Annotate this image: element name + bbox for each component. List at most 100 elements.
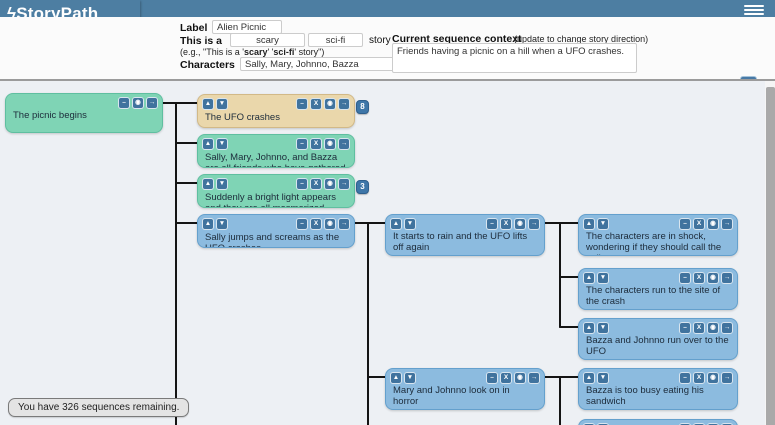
- delete-button[interactable]: X: [310, 138, 322, 150]
- delete-button[interactable]: X: [693, 272, 705, 284]
- move-up-button[interactable]: ▲: [390, 372, 402, 384]
- delete-button[interactable]: X: [310, 178, 322, 190]
- generate-button[interactable]: ◉: [324, 218, 336, 230]
- minimize-button[interactable]: –: [679, 372, 691, 384]
- generate-button[interactable]: ◉: [514, 218, 526, 230]
- move-up-button[interactable]: ▲: [583, 423, 595, 425]
- context-textarea[interactable]: Friends having a picnic on a hill when a…: [392, 43, 637, 73]
- minimize-button[interactable]: –: [296, 178, 308, 190]
- continue-button[interactable]: →: [721, 272, 733, 284]
- delete-button[interactable]: X: [693, 322, 705, 334]
- adjective2-input[interactable]: [308, 33, 363, 47]
- story-node[interactable]: Sally, Mary, Johnno, and Bazza are all f…: [197, 134, 355, 168]
- story-node[interactable]: The UFO crashes ▲▼–X◉→: [197, 94, 355, 128]
- minimize-button[interactable]: –: [118, 97, 130, 109]
- minimize-button[interactable]: –: [486, 372, 498, 384]
- generate-button[interactable]: ◉: [707, 372, 719, 384]
- move-down-button[interactable]: ▼: [597, 372, 609, 384]
- reorder-buttons: ▲▼: [202, 218, 228, 230]
- menu-icon: [744, 9, 764, 11]
- story-node[interactable]: Bazza is too busy eating his sandwich ▲▼…: [578, 368, 738, 410]
- story-node[interactable]: Sally jumps and screams as the UFO crash…: [197, 214, 355, 248]
- reorder-buttons: ▲▼: [390, 218, 416, 230]
- node-action-buttons: –X◉→: [679, 322, 733, 334]
- story-node[interactable]: ▲▼ –X◉→: [578, 419, 738, 425]
- move-up-button[interactable]: ▲: [583, 322, 595, 334]
- minimize-button[interactable]: –: [296, 138, 308, 150]
- story-node[interactable]: Suddenly a bright light appears and they…: [197, 174, 355, 208]
- move-down-button[interactable]: ▼: [216, 98, 228, 110]
- delete-button[interactable]: X: [310, 218, 322, 230]
- continue-button[interactable]: →: [338, 98, 350, 110]
- move-down-button[interactable]: ▼: [216, 178, 228, 190]
- move-up-button[interactable]: ▲: [202, 138, 214, 150]
- continue-button[interactable]: →: [528, 372, 540, 384]
- move-up-button[interactable]: ▲: [583, 372, 595, 384]
- move-down-button[interactable]: ▼: [216, 138, 228, 150]
- delete-button[interactable]: X: [693, 218, 705, 230]
- continue-button[interactable]: →: [338, 218, 350, 230]
- vertical-scrollbar-thumb[interactable]: [766, 87, 775, 425]
- continue-button[interactable]: →: [721, 372, 733, 384]
- node-toolbar: ▲▼ –X◉→: [202, 138, 350, 150]
- generate-button[interactable]: ◉: [707, 272, 719, 284]
- move-down-button[interactable]: ▼: [597, 423, 609, 425]
- delete-button[interactable]: X: [500, 372, 512, 384]
- node-text: The characters run to the site of the cr…: [586, 285, 721, 307]
- generate-button[interactable]: ◉: [324, 138, 336, 150]
- minimize-button[interactable]: –: [296, 218, 308, 230]
- generate-button[interactable]: ◉: [707, 218, 719, 230]
- story-node[interactable]: Bazza and Johnno run over to the UFO ▲▼–…: [578, 318, 738, 360]
- move-down-button[interactable]: ▼: [597, 272, 609, 284]
- move-up-button[interactable]: ▲: [202, 218, 214, 230]
- characters-input[interactable]: [240, 57, 418, 71]
- node-text: Sally jumps and screams as the UFO crash…: [205, 232, 340, 247]
- continue-button[interactable]: →: [721, 218, 733, 230]
- minimize-button[interactable]: –: [679, 423, 691, 425]
- generate-button[interactable]: ◉: [514, 372, 526, 384]
- generate-button[interactable]: ◉: [324, 178, 336, 190]
- minimize-button[interactable]: –: [679, 272, 691, 284]
- move-up-button[interactable]: ▲: [583, 272, 595, 284]
- delete-button[interactable]: X: [693, 372, 705, 384]
- minimize-button[interactable]: –: [486, 218, 498, 230]
- move-up-button[interactable]: ▲: [202, 178, 214, 190]
- minimize-button[interactable]: –: [679, 218, 691, 230]
- delete-button[interactable]: X: [310, 98, 322, 110]
- menu-button[interactable]: [744, 3, 764, 16]
- continue-button[interactable]: →: [721, 322, 733, 334]
- move-up-button[interactable]: ▲: [390, 218, 402, 230]
- minimize-button[interactable]: –: [679, 322, 691, 334]
- story-tree-canvas[interactable]: The picnic begins –◉→ The UFO crashes ▲▼…: [0, 79, 775, 425]
- move-up-button[interactable]: ▲: [202, 98, 214, 110]
- story-node[interactable]: The characters are in shock, wondering i…: [578, 214, 738, 256]
- generate-button[interactable]: ◉: [132, 97, 144, 109]
- continue-button[interactable]: →: [528, 218, 540, 230]
- story-node[interactable]: The characters run to the site of the cr…: [578, 268, 738, 310]
- generate-button[interactable]: ◉: [707, 423, 719, 425]
- move-down-button[interactable]: ▼: [404, 372, 416, 384]
- move-down-button[interactable]: ▼: [597, 218, 609, 230]
- move-down-button[interactable]: ▼: [216, 218, 228, 230]
- story-node[interactable]: It starts to rain and the UFO lifts off …: [385, 214, 545, 256]
- continue-button[interactable]: →: [338, 178, 350, 190]
- minimize-button[interactable]: –: [296, 98, 308, 110]
- adjective1-input[interactable]: [230, 33, 305, 47]
- delete-button[interactable]: X: [693, 423, 705, 425]
- node-toolbar: ▲▼ –X◉→: [583, 272, 733, 284]
- generate-button[interactable]: ◉: [324, 98, 336, 110]
- story-node-root[interactable]: The picnic begins –◉→: [5, 93, 163, 133]
- node-action-buttons: –X◉→: [679, 372, 733, 384]
- label-input[interactable]: [212, 20, 282, 34]
- continue-button[interactable]: →: [146, 97, 158, 109]
- continue-button[interactable]: →: [721, 423, 733, 425]
- genre-label: This is a: [180, 35, 223, 47]
- move-down-button[interactable]: ▼: [597, 322, 609, 334]
- move-up-button[interactable]: ▲: [583, 218, 595, 230]
- delete-button[interactable]: X: [500, 218, 512, 230]
- generate-button[interactable]: ◉: [707, 322, 719, 334]
- continue-button[interactable]: →: [338, 138, 350, 150]
- move-down-button[interactable]: ▼: [404, 218, 416, 230]
- vertical-scrollbar-track[interactable]: [765, 81, 775, 425]
- story-node[interactable]: Mary and Johnno look on in horror ▲▼–X◉→: [385, 368, 545, 410]
